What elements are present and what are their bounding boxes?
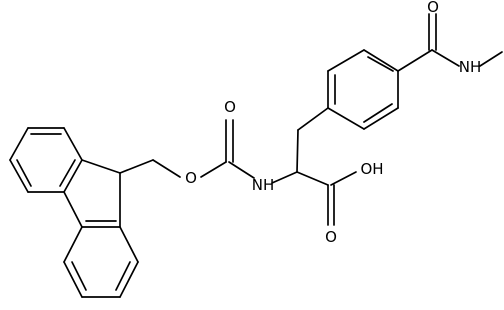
atom-label-acid-hydroxyl: OH (360, 160, 383, 178)
atom-label-amide-nitrogen: NH (459, 58, 482, 76)
atom-label-amine: NH (252, 176, 275, 194)
atom-label-amide-oxygen: O (427, 0, 439, 16)
bond-lines (9, 13, 503, 298)
atom-label-acid-carbonyl-oxygen: O (325, 228, 337, 246)
atom-label-ester-oxygen: O (185, 169, 197, 187)
atom-labels: O O NH OH O O NH (185, 0, 481, 246)
atom-label-carbonyl-oxygen-fmoc: O (224, 98, 236, 116)
